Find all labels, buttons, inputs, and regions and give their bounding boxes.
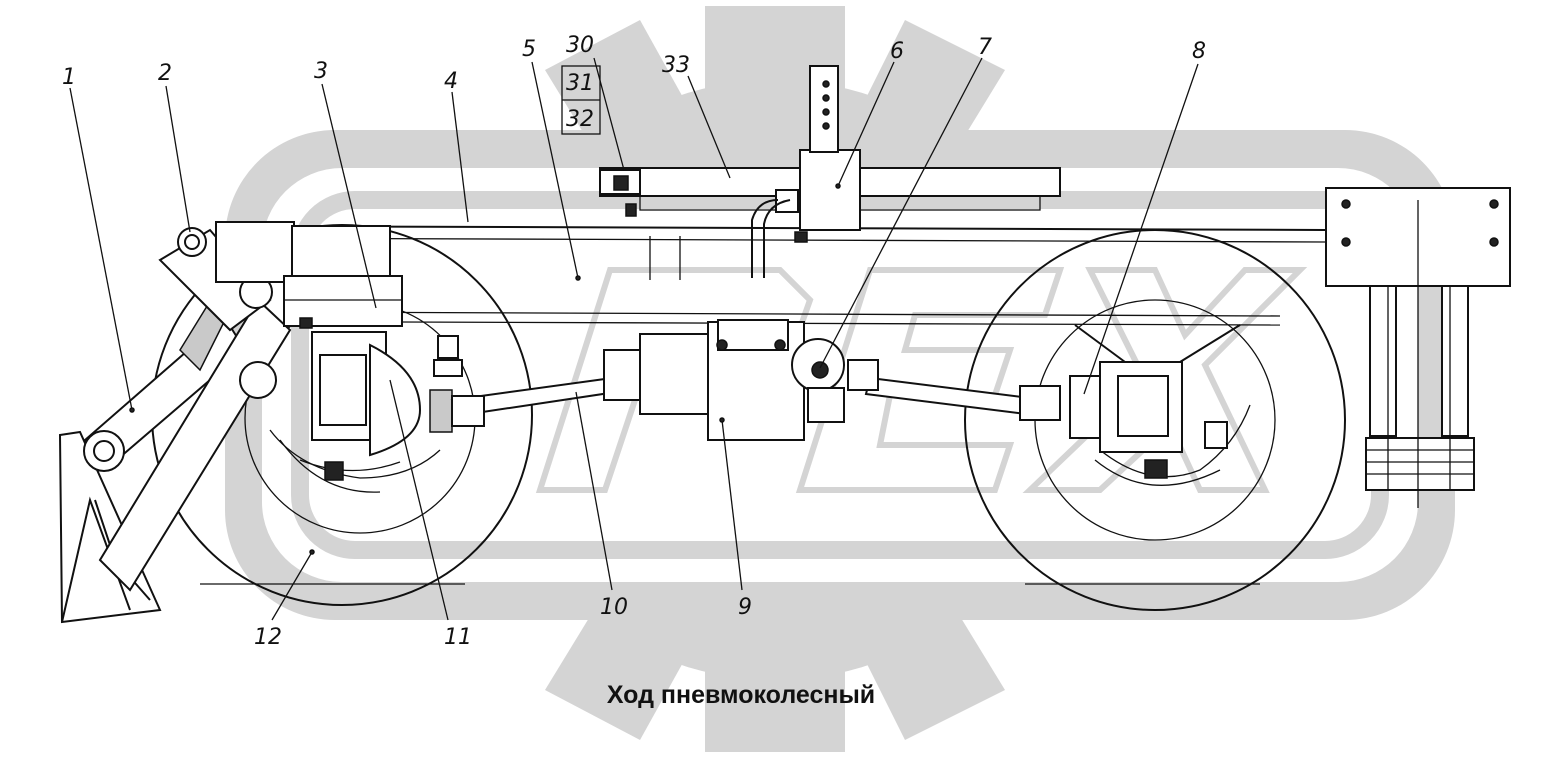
callout-7: 7 [978,35,992,60]
front-wheel [964,229,1346,611]
callout-1: 1 [62,65,76,90]
callout-11: 11 [444,625,472,650]
figure-caption: Ход пневмоколесный [607,681,875,709]
callout-2: 2 [158,61,172,86]
leader-lines [69,57,1199,621]
machine-drawing [58,65,1511,624]
callout-10: 10 [600,595,628,620]
callouts: 1 2 3 4 5 30 31 32 33 6 7 8 10 9 11 12 [62,33,1206,650]
callout-3: 3 [314,59,328,84]
callout-5: 5 [522,37,536,62]
callout-32: 32 [566,107,594,132]
callout-33: 33 [662,53,690,78]
callout-9: 9 [738,595,752,620]
callout-6: 6 [890,39,904,64]
callout-12: 12 [254,625,282,650]
callout-30: 30 [566,33,594,58]
callout-31: 31 [566,71,594,96]
callout-8: 8 [1192,39,1206,64]
callout-4: 4 [444,69,458,94]
